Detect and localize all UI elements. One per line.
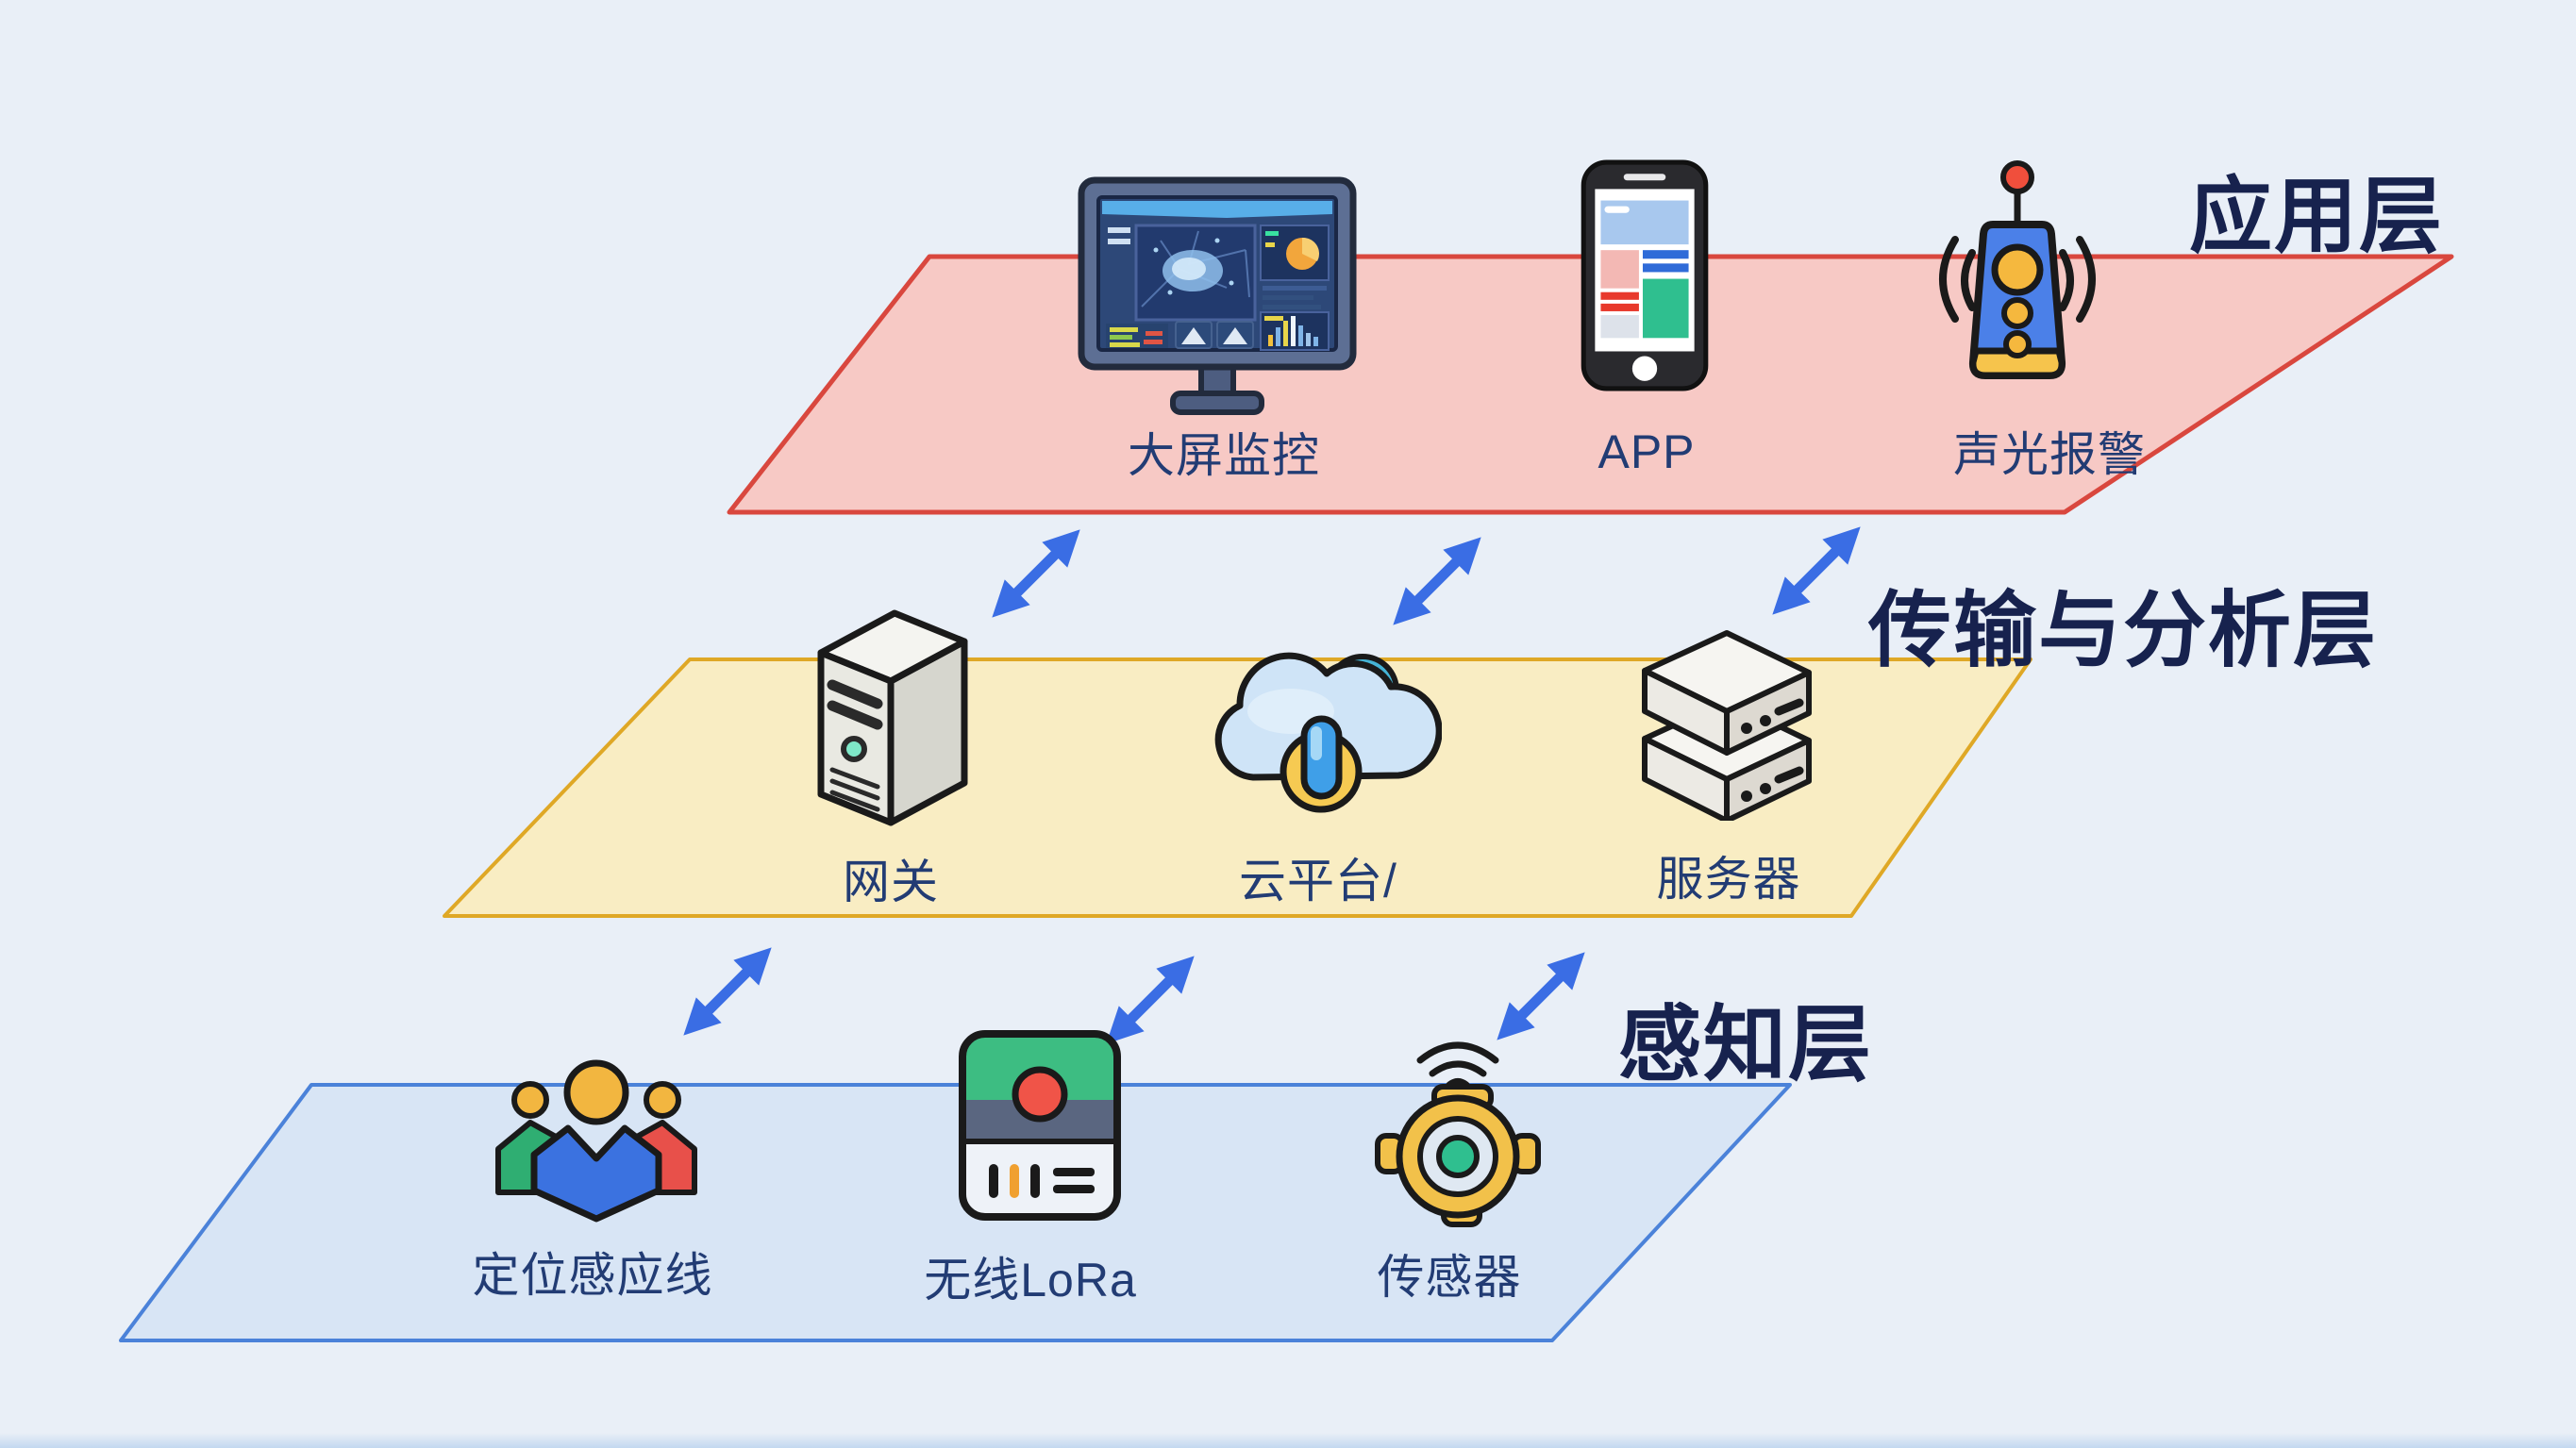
- layer-title-transmission-analysis: 传输与分析层: [1867, 583, 2379, 677]
- layer-title-perception: 感知层: [1617, 997, 1874, 1091]
- bottom-edge-shade: [0, 1433, 2576, 1448]
- item-label-cloud-platform: 云平台/: [1239, 855, 1397, 907]
- lora-module-icon: [955, 1026, 1125, 1224]
- dashboard-monitor-icon: [1076, 175, 1359, 420]
- bidirectional-arrow: [1772, 526, 1861, 615]
- layer-title-application: 应用层: [2188, 169, 2445, 263]
- gateway-server-icon: [810, 592, 998, 828]
- server-stack-icon: [1628, 618, 1831, 821]
- item-label-app: APP: [1597, 425, 1696, 478]
- bidirectional-arrow: [683, 947, 772, 1036]
- cloud-platform-icon: [1196, 630, 1442, 838]
- item-label-positioning-sensing-line: 定位感应线: [472, 1249, 713, 1302]
- item-label-sound-light-alarm: 声光报警: [1953, 428, 2146, 481]
- item-label-server: 服务器: [1656, 853, 1801, 906]
- item-label-sensor: 传感器: [1377, 1251, 1522, 1304]
- item-label-wireless-lora: 无线LoRa: [924, 1254, 1137, 1307]
- smartphone-app-icon: [1578, 158, 1712, 392]
- bidirectional-arrow: [1393, 537, 1481, 625]
- sound-light-alarm-icon: [1876, 149, 2159, 406]
- positioning-people-icon: [483, 1049, 710, 1242]
- item-label-gateway: 网关: [843, 856, 939, 908]
- sensor-icon: [1368, 1024, 1547, 1232]
- item-label-big-screen-monitoring: 大屏监控: [1128, 429, 1320, 482]
